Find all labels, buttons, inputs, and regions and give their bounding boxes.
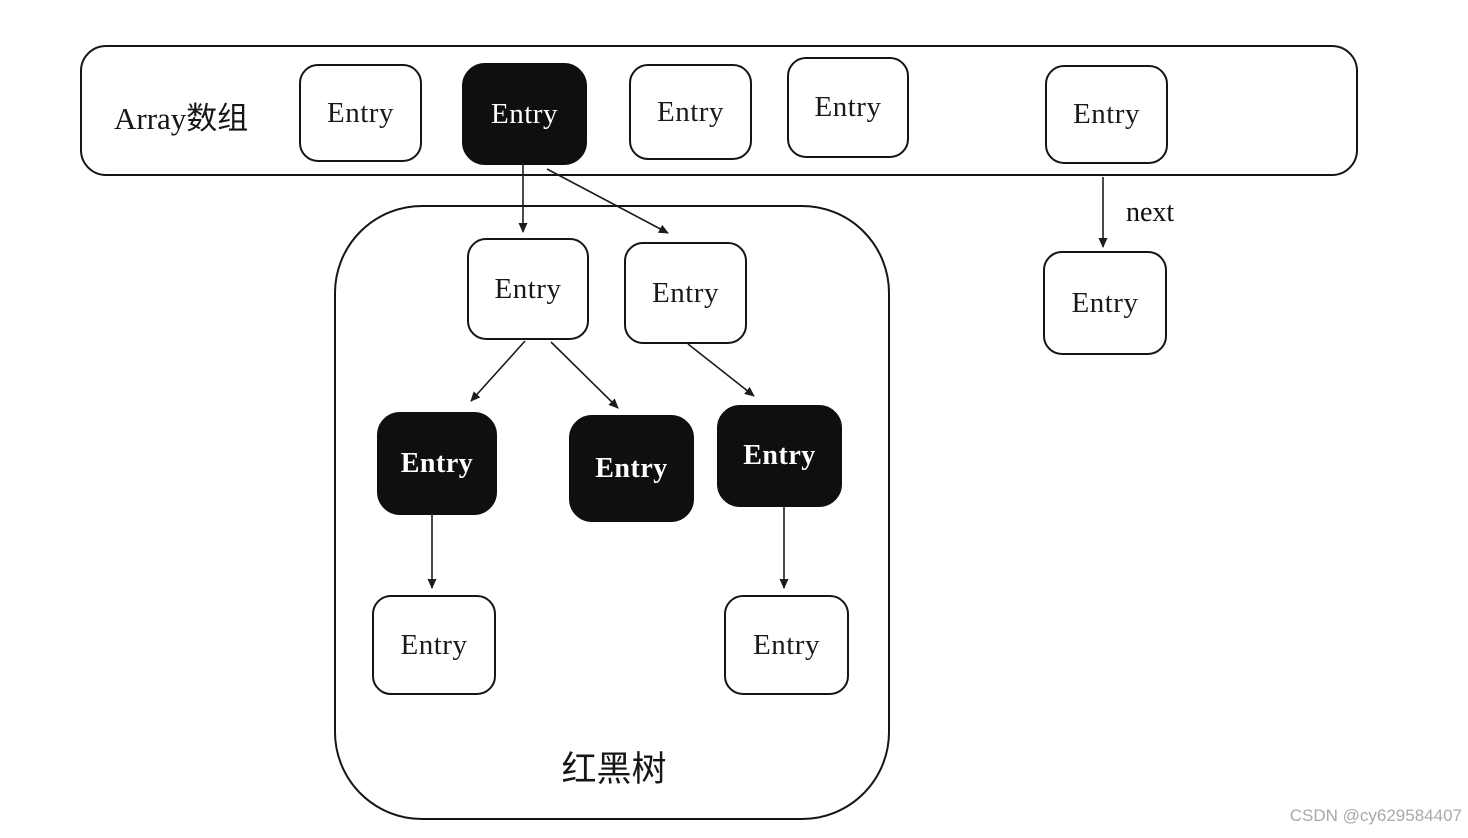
array-entry-2-label: Entry bbox=[657, 95, 724, 128]
tree-node-mid-right-label: Entry bbox=[743, 440, 816, 471]
tree-node-mid-center: Entry bbox=[569, 415, 694, 522]
next-pointer-label: next bbox=[1126, 197, 1175, 228]
tree-node-root-right-label: Entry bbox=[652, 276, 719, 309]
array-entry-3-label: Entry bbox=[814, 91, 882, 123]
array-label: Array数组 bbox=[114, 101, 249, 136]
tree-node-leaf-left-label: Entry bbox=[400, 628, 468, 661]
array-entry-1-label: Entry bbox=[491, 97, 558, 130]
tree-node-leaf-left: Entry bbox=[372, 595, 496, 695]
tree-node-mid-right: Entry bbox=[717, 405, 842, 507]
array-entry-4-label: Entry bbox=[1073, 98, 1140, 130]
tree-node-mid-left: Entry bbox=[377, 412, 497, 515]
next-entry-label: Entry bbox=[1071, 286, 1139, 319]
array-entry-1-black: Entry bbox=[462, 63, 587, 165]
array-entry-2: Entry bbox=[629, 64, 752, 160]
array-entry-0-label: Entry bbox=[327, 96, 394, 129]
tree-node-root-right: Entry bbox=[624, 242, 747, 344]
next-entry: Entry bbox=[1043, 251, 1167, 355]
array-entry-3: Entry bbox=[787, 57, 909, 158]
array-entry-4: Entry bbox=[1045, 65, 1168, 164]
red-black-tree-container: Entry Entry Entry Entry Entry Entry Entr… bbox=[334, 205, 890, 820]
tree-node-mid-center-label: Entry bbox=[595, 452, 668, 484]
tree-node-mid-left-label: Entry bbox=[400, 447, 474, 479]
tree-node-leaf-right: Entry bbox=[724, 595, 849, 695]
tree-label: 红黑树 bbox=[561, 750, 667, 789]
array-container: Array数组 Entry Entry Entry Entry Entry bbox=[80, 45, 1358, 176]
array-entry-0: Entry bbox=[299, 64, 422, 162]
watermark: CSDN @cy629584407 bbox=[1289, 806, 1462, 825]
tree-node-root-left: Entry bbox=[467, 238, 589, 340]
tree-node-leaf-right-label: Entry bbox=[753, 628, 820, 661]
tree-node-root-left-label: Entry bbox=[494, 272, 562, 305]
